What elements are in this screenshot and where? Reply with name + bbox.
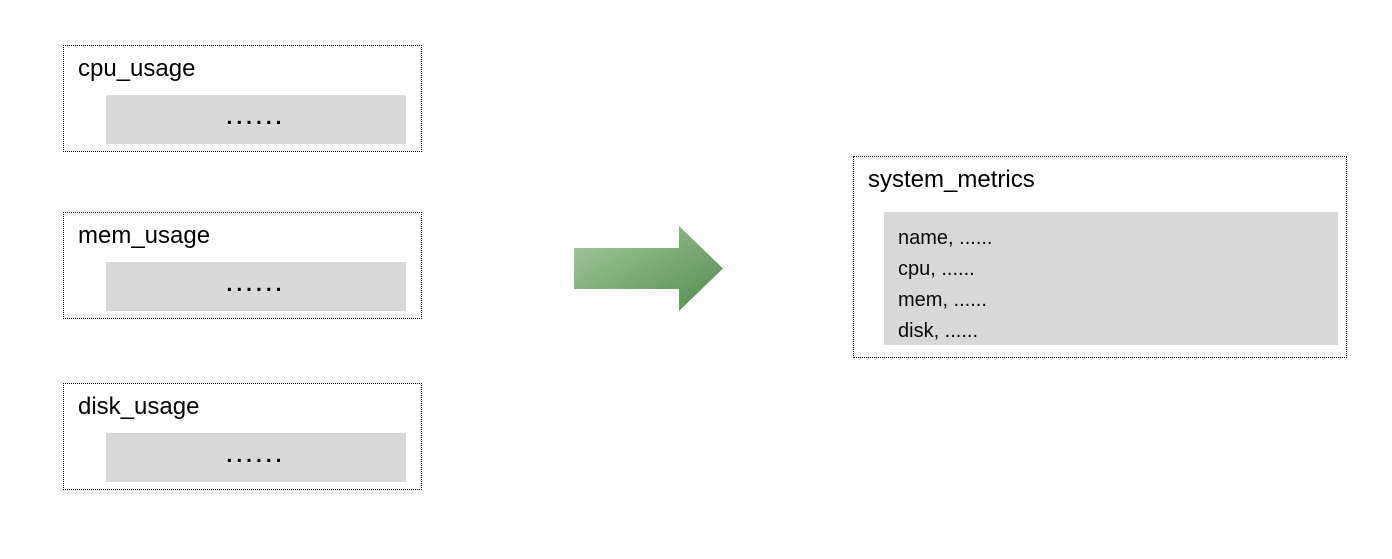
source-data-bar: ......: [106, 433, 406, 482]
field-row-name: name, ......: [898, 227, 993, 249]
ellipsis-placeholder: ......: [226, 106, 286, 129]
target-box-title: system_metrics: [868, 166, 1035, 193]
source-data-bar: ......: [106, 262, 406, 311]
field-row-mem: mem, ......: [898, 289, 987, 311]
source-box-disk-usage: disk_usage ......: [63, 383, 422, 490]
field-row-cpu: cpu, ......: [898, 258, 975, 280]
source-data-bar: ......: [106, 95, 406, 144]
source-box-title: disk_usage: [78, 393, 200, 420]
target-box-system-metrics: system_metrics name, ...... cpu, ...... …: [853, 156, 1347, 358]
merge-arrow-icon: [574, 226, 723, 311]
source-box-title: mem_usage: [78, 222, 211, 249]
target-fields-panel: name, ...... cpu, ...... mem, ...... dis…: [884, 212, 1338, 345]
source-box-mem-usage: mem_usage ......: [63, 212, 422, 319]
ellipsis-placeholder: ......: [226, 273, 286, 296]
right-arrow-icon: [574, 226, 723, 311]
ellipsis-placeholder: ......: [226, 444, 286, 467]
source-box-cpu-usage: cpu_usage ......: [63, 45, 422, 152]
field-row-disk: disk, ......: [898, 320, 979, 342]
source-box-title: cpu_usage: [78, 55, 196, 82]
